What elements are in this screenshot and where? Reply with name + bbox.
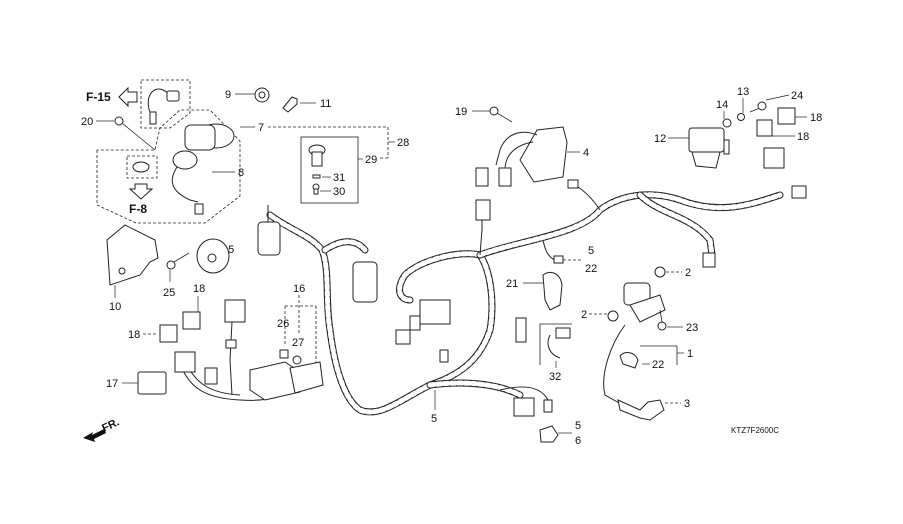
part-24-bolt[interactable]: 24 — [749, 90, 803, 113]
part-12-starter-relay[interactable]: 12 — [654, 127, 730, 169]
part-29-seat-lock[interactable] — [308, 144, 326, 167]
part-3-plug-cap[interactable]: 3 — [617, 398, 690, 421]
front-arrow-icon — [83, 429, 106, 442]
part-11-clip[interactable]: 11 — [282, 96, 331, 113]
callout-3: 3 — [684, 398, 690, 410]
callout-13: 13 — [737, 86, 749, 98]
ignition-switch-assembly[interactable]: 8 — [96, 109, 244, 224]
callout-30: 30 — [333, 186, 345, 198]
callout-16: 16 — [293, 283, 305, 295]
front-direction-indicator: FR. — [83, 416, 121, 442]
callout-11: 11 — [320, 98, 331, 110]
part-1-ignition-coil[interactable]: 1 22 — [603, 282, 693, 409]
filter-capacitor-left — [257, 205, 281, 256]
callout-1: 1 — [687, 348, 693, 360]
part-5-22-clip-upper[interactable]: 5 22 — [542, 239, 597, 275]
part-9-cap[interactable]: 9 — [225, 87, 270, 103]
ref-f15-arrow-icon — [118, 86, 138, 108]
callout-6: 6 — [575, 435, 581, 447]
ref-f15-label[interactable]: F-15 — [86, 90, 111, 104]
part-14-nut[interactable]: 14 — [716, 99, 732, 128]
callout-25: 25 — [163, 287, 175, 299]
callout-29: 29 — [365, 154, 377, 166]
callout-18c: 18 — [193, 283, 205, 295]
callout-5b: 5 — [431, 413, 437, 425]
callout-7: 7 — [258, 122, 264, 134]
callout-20: 20 — [81, 116, 93, 128]
callout-5c: 5 — [575, 420, 581, 432]
callout-28: 28 — [397, 137, 409, 149]
callout-12: 12 — [654, 133, 666, 145]
sub-harness-left[interactable] — [174, 299, 301, 401]
diagram-code: KTZ7F2600C — [731, 426, 779, 435]
part-13-washer[interactable]: 13 — [737, 86, 749, 121]
part-4-regulator[interactable]: 4 — [475, 126, 589, 187]
part-15-horn[interactable]: 15 — [196, 238, 234, 274]
callout-10: 10 — [109, 301, 121, 313]
callout-22a: 22 — [585, 263, 597, 275]
main-wire-harness[interactable] — [266, 147, 807, 416]
callout-22b: 22 — [652, 359, 664, 371]
ref-f8-label[interactable]: F-8 — [129, 202, 147, 216]
part-18-relay-d[interactable]: 18 — [128, 324, 178, 343]
callout-5a: 5 — [588, 245, 594, 257]
filter-capacitor-right — [352, 261, 378, 303]
callout-31: 31 — [333, 172, 345, 184]
callout-21: 21 — [506, 278, 518, 290]
part-5-6-connector[interactable]: 5 6 — [539, 420, 581, 447]
callout-2b: 2 — [581, 309, 587, 321]
callout-9: 9 — [225, 89, 231, 101]
bracket-7-28-29: 7 28 29 — [240, 122, 409, 204]
part-18-relay-c[interactable]: 18 — [182, 283, 205, 330]
callout-23: 23 — [686, 322, 698, 334]
callout-2a: 2 — [685, 267, 691, 279]
callout-26: 26 — [277, 318, 289, 330]
part-21-clamp[interactable]: 21 — [506, 272, 563, 311]
callout-5-harness-lower: 5 — [431, 390, 437, 425]
part-18-relay-a[interactable]: 18 — [777, 107, 822, 125]
part-10-horn-stay[interactable]: 10 — [106, 224, 159, 313]
part-2-nut-upper[interactable]: 2 — [654, 266, 691, 279]
ref-f8-group[interactable]: F-8 — [126, 155, 158, 216]
part-30-screw[interactable]: 30 — [312, 183, 345, 198]
callout-18d: 18 — [128, 329, 140, 341]
part-32-clamp[interactable]: 32 — [539, 323, 572, 383]
ref-f15-group[interactable]: F-15 — [86, 86, 138, 108]
part-16-fuse-box[interactable]: 16 26 27 — [249, 283, 324, 401]
part-25-bolt[interactable]: 25 — [163, 252, 190, 299]
part-20-bolt[interactable]: 20 — [81, 116, 129, 129]
front-label: FR. — [100, 416, 121, 434]
callout-14: 14 — [716, 99, 728, 111]
callout-27: 27 — [292, 337, 304, 349]
part-19-bolt[interactable]: 19 — [455, 106, 513, 123]
callout-24: 24 — [791, 90, 803, 102]
part-18-relay-b[interactable]: 18 — [756, 119, 809, 143]
part-17-winker-relay[interactable]: 17 — [106, 371, 167, 395]
part-23-bolt[interactable]: 23 — [657, 309, 698, 334]
part-31-washer[interactable]: 31 — [312, 172, 345, 184]
callout-32: 32 — [549, 371, 561, 383]
part-2-nut-lower[interactable]: 2 — [581, 309, 619, 322]
callout-18a: 18 — [810, 112, 822, 124]
callout-19: 19 — [455, 106, 467, 118]
callout-4: 4 — [583, 147, 589, 159]
lower-wire-connector — [499, 386, 553, 417]
ref-f8-arrow-icon — [128, 183, 154, 200]
callout-17: 17 — [106, 378, 118, 390]
sensor-inset — [140, 79, 191, 129]
callout-18b: 18 — [797, 131, 809, 143]
callout-8: 8 — [238, 167, 244, 179]
